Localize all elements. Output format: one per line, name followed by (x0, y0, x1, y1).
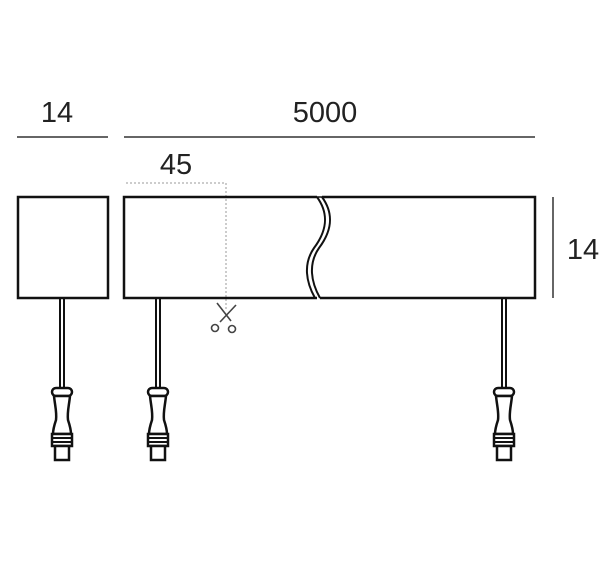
end-cap-connector (50, 296, 74, 462)
cut-interval-dotted-line (126, 182, 227, 310)
height-label: 14 (567, 234, 599, 266)
strip-left-connector (146, 296, 170, 462)
scissors-icon (210, 302, 237, 334)
led-strip-body (122, 195, 537, 300)
cut-interval-label: 45 (160, 149, 192, 181)
end-cap-width-label: 14 (41, 97, 73, 129)
strip-right-connector (492, 296, 516, 462)
strip-length-label: 5000 (293, 97, 358, 129)
end-cap-box (16, 195, 110, 300)
